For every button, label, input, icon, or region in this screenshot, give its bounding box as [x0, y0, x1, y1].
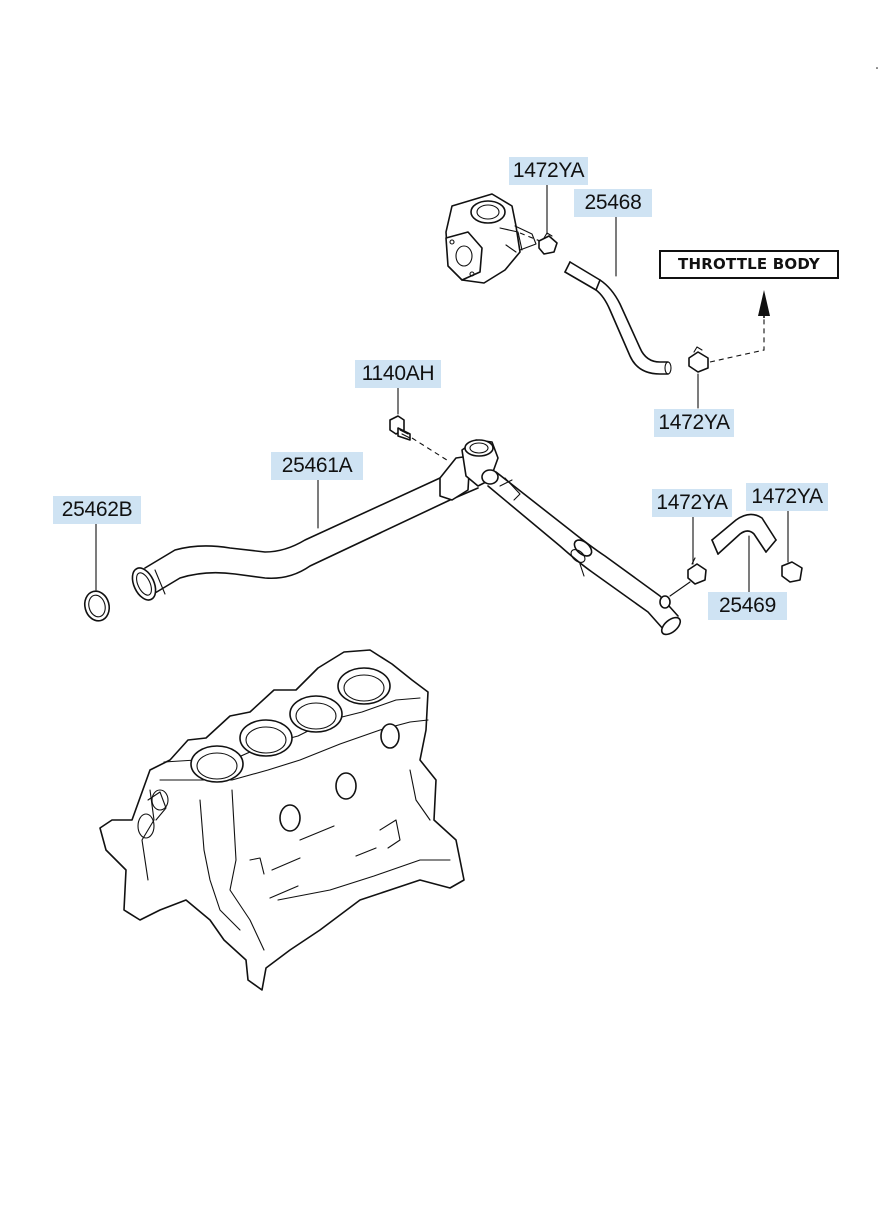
- callout-25462b[interactable]: 25462B: [53, 496, 141, 524]
- callout-25469[interactable]: 25469: [708, 592, 787, 620]
- hose-clamp-right-b[interactable]: [781, 561, 803, 583]
- callout-1472ya-right-b[interactable]: 1472YA: [746, 483, 828, 511]
- callout-1472ya-top[interactable]: 1472YA: [509, 157, 588, 185]
- dot-mark: [876, 67, 878, 69]
- arrow-up-icon: [758, 290, 770, 318]
- hose-25469[interactable]: [711, 513, 777, 555]
- leader-dash: [411, 437, 451, 463]
- water-pipe-25461a[interactable]: [128, 439, 691, 638]
- callout-25461a[interactable]: 25461A: [271, 452, 363, 480]
- throttle-body-part: [445, 193, 537, 284]
- leader-lines: [95, 183, 789, 593]
- callout-1472ya-right-a[interactable]: 1472YA: [652, 489, 732, 517]
- callout-25468[interactable]: 25468: [574, 189, 652, 217]
- hose-clamp-mid[interactable]: [688, 346, 709, 373]
- oring-25462b[interactable]: [82, 588, 113, 623]
- hose-clamp-top[interactable]: [538, 232, 558, 255]
- engine-block-part: [99, 649, 465, 991]
- bolt-1140ah[interactable]: [389, 415, 411, 441]
- callout-1472ya-mid[interactable]: 1472YA: [654, 409, 734, 437]
- callout-1140ah[interactable]: 1140AH: [355, 360, 441, 388]
- hose-25468[interactable]: [564, 261, 672, 375]
- hose-clamp-right-a[interactable]: [687, 557, 707, 585]
- throttle-body-box: THROTTLE BODY: [659, 250, 839, 279]
- leader-dash: [709, 318, 765, 363]
